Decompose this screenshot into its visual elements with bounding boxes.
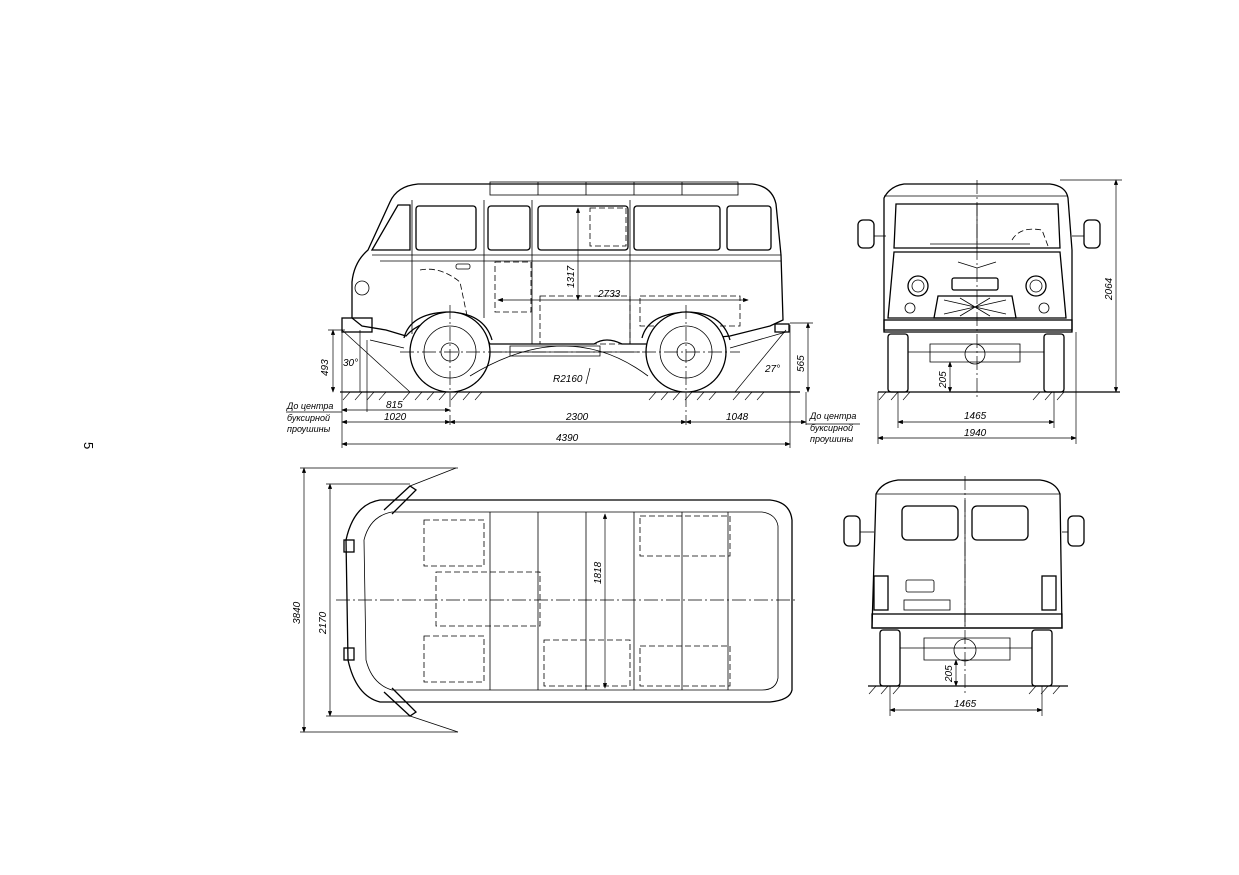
front-tow-note-2: буксирной xyxy=(287,413,330,423)
overall-length-label: 4390 xyxy=(556,433,579,444)
body-height-label: 1317 xyxy=(566,265,577,288)
departure-angle-label: 27° xyxy=(764,364,780,375)
front-overhang-label: 1020 xyxy=(384,412,407,423)
side-view: R2160 30° 27° 493 565 1317 2733 815 1020 xyxy=(286,181,860,448)
rear-track-label: 1465 xyxy=(954,699,977,710)
front-overall-width-label: 1940 xyxy=(964,428,987,439)
front-tow-note-1: До центра xyxy=(286,401,333,411)
top-width-doors-label: 3840 xyxy=(292,601,303,624)
front-tow-note-3: проушины xyxy=(287,424,331,434)
top-interior-width-label: 1818 xyxy=(593,561,604,584)
wheelbase-label: 2300 xyxy=(565,412,589,423)
rear-tow-note-2: буксирной xyxy=(810,423,853,433)
rear-overhang-label: 1048 xyxy=(726,412,749,423)
top-view: 3840 2170 1818 xyxy=(292,467,796,733)
rear-view: 205 1465 xyxy=(843,476,1085,716)
front-hitch-height-label: 493 xyxy=(320,359,331,376)
rear-clearance-label: 205 xyxy=(944,665,955,683)
front-clearance-label: 205 xyxy=(938,371,949,389)
top-width-mirrors-label: 2170 xyxy=(318,611,329,635)
rear-hitch-height-label: 565 xyxy=(796,355,807,372)
approach-angle-label: 30° xyxy=(343,358,358,369)
front-view: 2064 205 1465 1940 xyxy=(857,179,1122,444)
rear-tow-note-1: До центра xyxy=(809,411,856,421)
front-track-label: 1465 xyxy=(964,411,987,422)
front-overhang-hitch-label: 815 xyxy=(386,400,403,411)
front-overall-height-label: 2064 xyxy=(1104,277,1115,301)
interior-length-label: 2733 xyxy=(597,289,621,300)
ramp-radius-label: R2160 xyxy=(553,374,583,385)
page-number: 5 xyxy=(81,442,96,449)
rear-tow-note-3: проушины xyxy=(810,434,854,444)
